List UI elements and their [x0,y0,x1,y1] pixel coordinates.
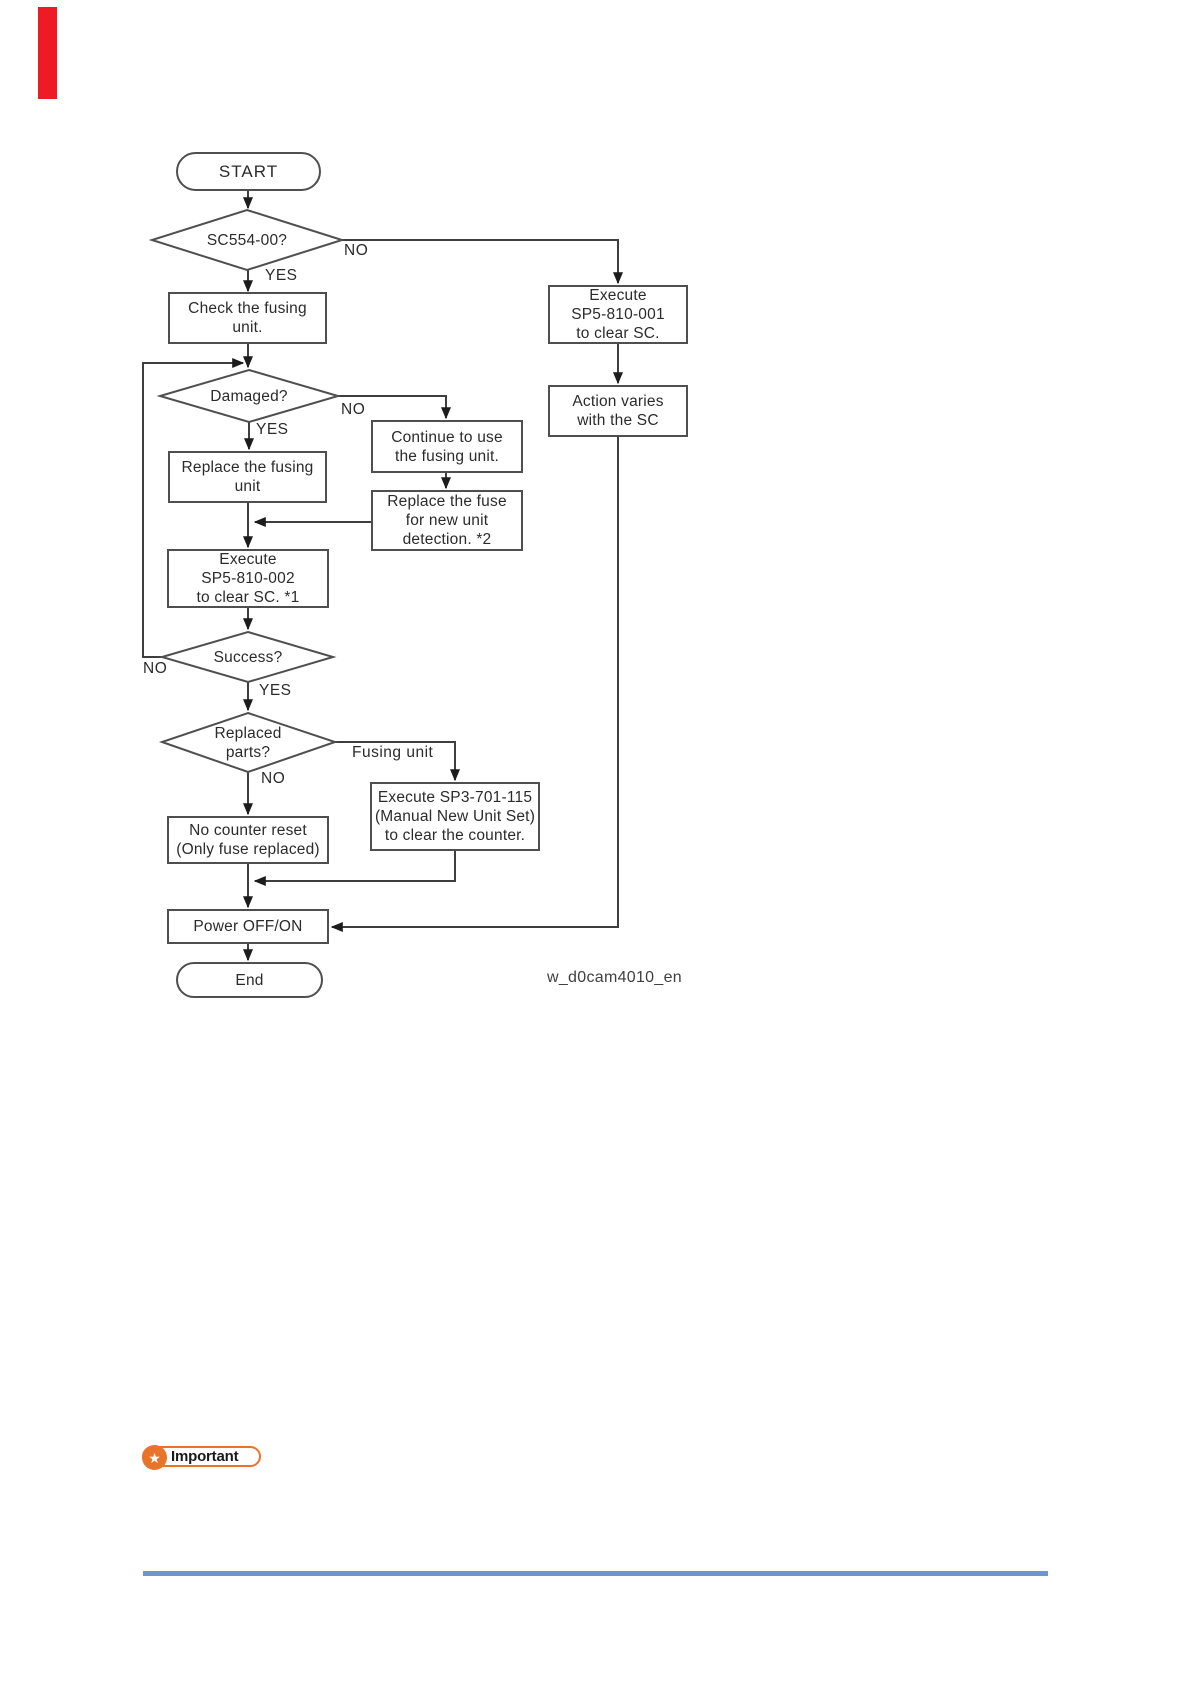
action-varies-box-shape [548,385,688,437]
continue-use-box-shape [371,420,523,473]
figure-code: w_d0cam4010_en [547,969,682,986]
edge-success-no-loop [142,358,245,658]
node-end-label: End [235,971,264,989]
flowchart-connectors [142,190,623,962]
check-fusing-box-shape [168,292,327,344]
edge-label-sc554-yes: YES [265,267,298,284]
important-badge-label: Important [171,1448,239,1465]
flowchart-shapes [148,152,688,998]
node-no-counter-label: No counter reset (Only fuse replaced) [176,822,320,858]
start-terminator-shape [176,152,321,191]
edge-label-damaged-yes: YES [256,421,289,438]
edge-sp3-to-main [253,850,456,886]
node-exec-sp3-label: Execute SP3-701-115 (Manual New Unit Set… [374,789,536,844]
success-decision-shape [158,630,337,684]
edge-label-replaced-no: NO [261,770,286,787]
no-counter-box-shape [167,816,329,864]
power-box-shape [167,909,329,944]
replaced-parts-decision-shape [158,711,339,774]
edge-label-success-yes: YES [259,682,292,699]
end-terminator-shape [176,962,323,998]
edge-label-sc554-no: NO [344,242,369,259]
node-replace-fuse-label: Replace the fuse for new unit detection.… [387,493,507,548]
node-success-label: Success? [213,648,283,666]
footer-divider-line [143,1571,1048,1576]
exec-sp5001-box-shape [548,285,688,344]
edge-replaced-fusing-unit [335,741,460,782]
node-start-label: START [218,162,279,181]
node-exec-sp5001-label: Execute SP5-810-001 to clear SC. [571,287,665,342]
node-replace-fusing-label: Replace the fusing unit [181,459,314,495]
node-damaged-label: Damaged? [210,387,288,405]
star-icon: ★ [142,1445,167,1470]
edge-label-replaced-fusing-unit: Fusing unit [352,744,434,761]
node-check-fusing-label: Check the fusing unit. [188,300,307,336]
exec-sp3-box-shape [370,782,540,851]
exec-sp5002-box-shape [167,549,329,608]
important-badge: ★ Important [142,1445,261,1470]
edge-damaged-no [338,395,451,420]
node-action-varies-label: Action varies with the SC [572,393,664,429]
sc554-decision-shape [148,208,346,272]
edge-sc554-no [342,239,623,285]
node-continue-use-label: Continue to use the fusing unit. [391,428,503,465]
flowchart-canvas [142,152,688,998]
edge-action-to-power [330,436,619,932]
revision-bar [38,7,57,99]
damaged-decision-shape [156,368,342,424]
replace-fuse-box-shape [371,490,523,551]
node-power-label: Power OFF/ON [193,918,303,935]
node-exec-sp5002-label: Execute SP5-810-002 to clear SC. *1 [196,551,300,606]
edge-label-damaged-no: NO [341,401,366,418]
node-sc554-label: SC554-00? [206,231,288,249]
star-glyph: ★ [148,1449,161,1466]
edge-label-success-no: NO [143,660,168,677]
replace-fusing-box-shape [168,451,327,503]
node-replaced-parts-label: Replaced parts? [214,724,282,761]
